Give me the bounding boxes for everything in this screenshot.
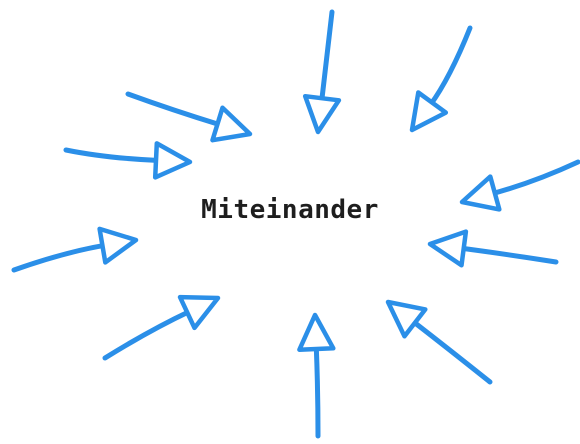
arrow-left-head-icon [97,226,139,265]
arrow-bottom-left-head-icon [177,294,221,331]
arrow-top-shaft [319,9,335,104]
arrow-top-left-head-icon [210,105,253,143]
arrow-top-left-shaft [125,91,223,128]
arrow-top-right-head-icon [409,90,449,133]
arrow-left-upper-head-icon [152,141,193,180]
arrow-bottom-left-shaft [102,308,193,361]
center-word: Miteinander [201,195,379,225]
arrow-right-upper-shaft [489,159,580,197]
arrow-left-shaft [11,242,108,273]
arrow-right-shaft [458,245,559,265]
arrow-left-upper-shaft [63,147,162,164]
arrow-bottom-right-head-icon [385,299,428,339]
arrows-group [11,9,580,439]
arrow-bottom-shaft [313,343,321,439]
arrow-top-head-icon [302,93,342,135]
arrow-top-right-shaft [427,25,473,108]
arrow-bottom-right-shaft [410,318,493,385]
arrow-right-upper-head-icon [459,174,502,212]
arrow-right-head-icon [427,229,469,268]
arrow-bottom-head-icon [297,312,336,352]
